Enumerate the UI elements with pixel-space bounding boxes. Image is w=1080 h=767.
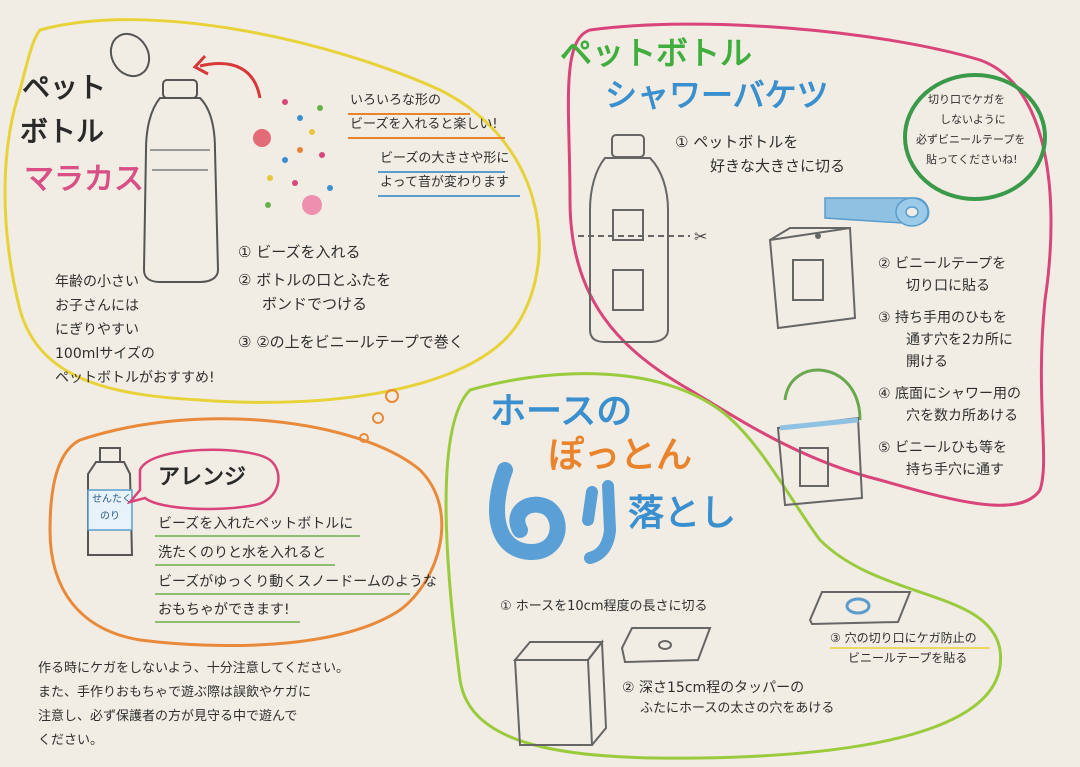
maracas-title-line3: マラカス xyxy=(24,162,144,197)
bucket-drawing xyxy=(776,368,864,507)
tape-roll-drawing xyxy=(824,197,930,227)
maracas-title-line2: ボトル xyxy=(20,115,105,148)
shower-step2-line2: 切り口に貼る xyxy=(906,278,990,294)
arrange-text-line1: ビーズを入れたペットボトルに xyxy=(158,516,354,532)
bottle-label-line1: せんたく xyxy=(92,494,132,505)
shower-step5-line1: ⑤ ビニールひも等を xyxy=(878,440,1008,456)
maracas-note-line1: 年齢の小さい xyxy=(55,274,139,290)
taped-lid-drawing xyxy=(808,591,912,626)
hose-title-line2: ぽっとん xyxy=(548,435,693,476)
note-circle xyxy=(903,73,1047,201)
shower-step1-line2: 好きな大きさに切る xyxy=(710,157,846,175)
shower-step3-line1: ③ 持ち手用のひもを xyxy=(878,310,1008,326)
arrow-icon xyxy=(199,62,262,99)
hose-loop-drawing xyxy=(489,462,566,560)
warning-line3: 注意し、必ず保護者の方が見守る中で遊んで xyxy=(38,709,298,724)
maracas-caption2-line2: よって音が変わります xyxy=(380,175,509,190)
shower-step1-line1: ① ペットボトルを xyxy=(675,133,799,151)
circle-note-line1: 切り口でケガを xyxy=(928,93,1005,106)
arrange-text-line4: おもちゃができます! xyxy=(158,602,290,618)
bottle-cap-drawing xyxy=(109,32,151,78)
maracas-caption1-line2: ビーズを入れると楽しい! xyxy=(350,117,498,132)
shower-bottle-drawing xyxy=(578,134,690,343)
shower-step4-line1: ④ 底面にシャワー用の xyxy=(878,386,1022,402)
laundry-starch-bottle-drawing xyxy=(87,447,134,556)
maracas-step1: ① ビーズを入れる xyxy=(238,243,361,261)
warning-line1: 作る時にケガをしないよう、十分注意してください。 xyxy=(38,661,349,676)
maracas-note-line5: ペットボトルがおすすめ! xyxy=(55,370,215,386)
thought-bubble xyxy=(372,412,384,424)
maracas-caption1-line1: いろいろな形の xyxy=(350,93,442,108)
hose-blob xyxy=(444,372,1003,760)
hose-stroke-drawing xyxy=(582,480,617,564)
hose-step2-line1: ② 深さ15cm程のタッパーの xyxy=(622,680,805,696)
hose-step1: ① ホースを10cm程度の長さに切る xyxy=(500,599,708,614)
warning-line2: また、手作りおもちゃで遊ぶ際は誤飲やケガに xyxy=(38,685,312,700)
arrange-title: アレンジ xyxy=(158,465,247,490)
shower-step5-line2: 持ち手穴に通す xyxy=(906,462,1004,478)
arrange-text-line3: ビーズがゆっくり動くスノードームのような xyxy=(158,574,437,590)
hose-step3-line1: ③ 穴の切り口にケガ防止の xyxy=(830,631,977,645)
warning-line4: ください。 xyxy=(38,733,104,748)
arrow-head-icon xyxy=(192,54,209,76)
maracas-blob xyxy=(3,18,541,404)
maracas-caption2-line1: ビーズの大きさや形に xyxy=(380,151,510,166)
shower-title-line2: シャワーバケツ xyxy=(605,76,829,114)
scissors-icon: ✂ xyxy=(694,227,707,246)
maracas-title-line1: ペット xyxy=(22,71,107,104)
shower-step3-line2: 通す穴を2カ所に xyxy=(906,332,1013,348)
maracas-note-line2: お子さんには xyxy=(55,298,139,314)
hose-title-line3: 落とし xyxy=(628,493,737,534)
container-drawing xyxy=(512,639,608,746)
thought-bubble xyxy=(359,433,369,443)
maracas-step3: ③ ②の上をビニールテープで巻く xyxy=(238,333,464,351)
maracas-step2-line1: ② ボトルの口とふたを xyxy=(238,271,392,289)
caption-underlines xyxy=(348,113,520,197)
maracas-bottle-drawing xyxy=(142,79,220,283)
shower-step3-line3: 開ける xyxy=(906,354,948,370)
cut-bottle-drawing xyxy=(768,226,857,330)
maracas-step2-line2: ボンドでつける xyxy=(262,295,368,313)
hose-step2-line2: ふたにホースの太さの穴をあける xyxy=(640,701,835,716)
shower-step2-line1: ② ビニールテープを xyxy=(878,256,1007,272)
bottle-label-box xyxy=(87,489,133,531)
arrange-text-line2: 洗たくのりと水を入れると xyxy=(158,545,326,561)
arrange-underlines xyxy=(155,535,410,623)
arrange-title-bubble xyxy=(126,448,280,511)
beads-drawing xyxy=(253,99,333,215)
bottle-label-line2: のり xyxy=(100,511,120,522)
thought-bubble xyxy=(385,389,399,403)
shower-blob xyxy=(566,22,1053,507)
maracas-note-line4: 100mlサイズの xyxy=(55,346,155,362)
circle-note-line4: 貼ってくださいね! xyxy=(926,153,1018,166)
circle-note-line3: 必ずビニールテープを xyxy=(916,133,1026,146)
circle-note-line2: しないように xyxy=(940,113,1006,126)
shower-title-line1: ペットボトル xyxy=(560,34,753,72)
arrange-blob xyxy=(48,417,444,648)
shower-step4-line2: 穴を数カ所あける xyxy=(906,408,1018,424)
lid-drawing xyxy=(620,627,712,664)
hose-step3-line2: ビニールテープを貼る xyxy=(848,651,968,665)
hose-title-line1: ホースの xyxy=(490,391,633,432)
maracas-note-line3: にぎりやすい xyxy=(55,322,139,338)
